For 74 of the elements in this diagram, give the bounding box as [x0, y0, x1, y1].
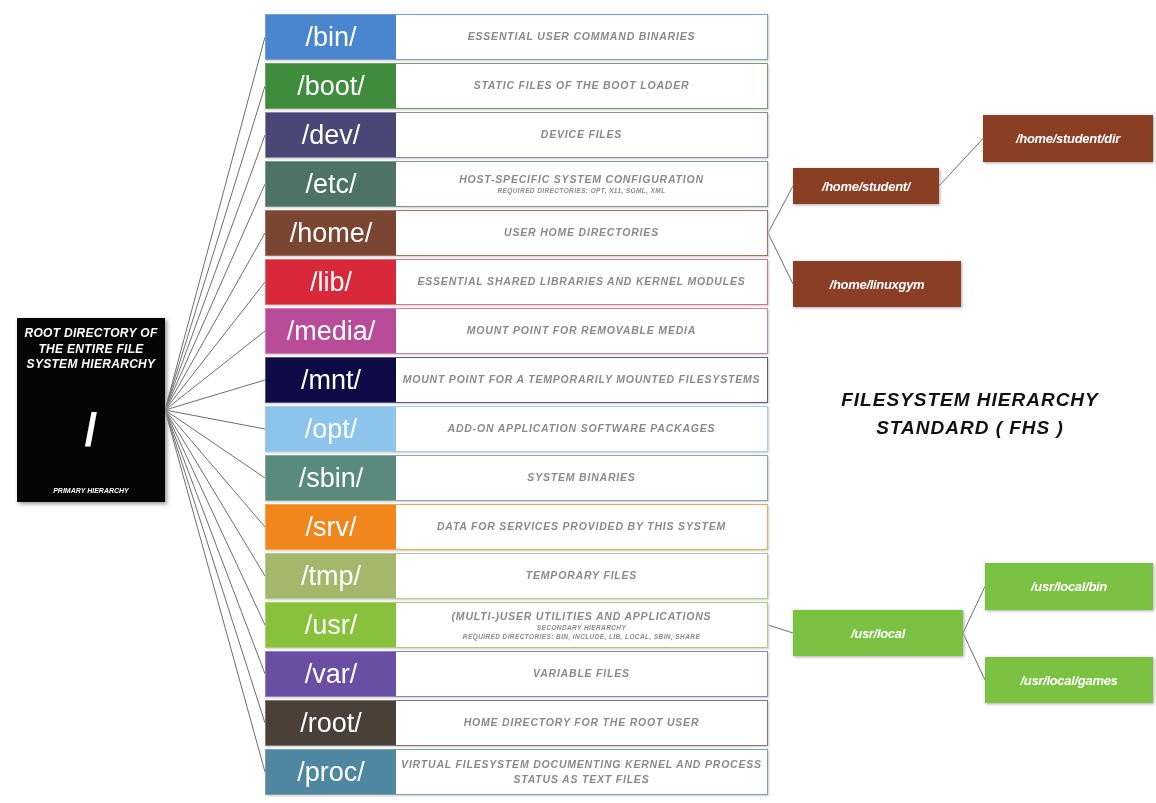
diagram-title: FILESYSTEM HIERARCHY STANDARD ( FHS ) — [840, 388, 1100, 440]
directory-description: ADD-ON APPLICATION SOFTWARE PACKAGES — [447, 421, 716, 437]
subdirectory-box — [985, 563, 1153, 610]
directory-description: ESSENTIAL SHARED LIBRARIES AND KERNEL MODULES — [417, 274, 746, 290]
directory-label: /bin/ — [266, 15, 396, 59]
directory-label: /var/ — [266, 652, 396, 696]
directory-row — [265, 504, 768, 550]
directory-description: TEMPORARY FILES — [525, 568, 638, 584]
root-symbol: / — [84, 406, 98, 453]
connector-line — [164, 409, 266, 430]
subdirectory-label: /home/student/ — [821, 178, 911, 194]
directory-description: VARIABLE FILES — [533, 666, 630, 682]
directory-row — [265, 259, 768, 305]
directory-description: VIRTUAL FILESYSTEM DOCUMENTING KERNEL AND PROCESS STATUS AS TEXT FILES — [400, 756, 763, 787]
root-directory-box — [17, 318, 165, 502]
subdirectory-box — [985, 657, 1153, 703]
directory-row — [265, 602, 768, 648]
directory-description: (MULTI-)USER UTILITIES AND APPLICATIONS — [451, 608, 712, 624]
directory-row — [265, 210, 768, 256]
directory-label: /etc/ — [266, 162, 396, 206]
directory-description: USER HOME DIRECTORIES — [504, 225, 659, 241]
subdirectory-box — [793, 610, 963, 656]
directory-description: MOUNT POINT FOR A TEMPORARILY MOUNTED FILESYSTEMS — [402, 372, 761, 388]
directory-description: DEVICE FILES — [540, 127, 623, 143]
directory-row — [265, 357, 768, 403]
directory-row — [265, 553, 768, 599]
directory-label: /home/ — [266, 211, 396, 255]
directory-label: /proc/ — [266, 750, 396, 794]
directory-label: /mnt/ — [266, 358, 396, 402]
directory-label: /lib/ — [266, 260, 396, 304]
directory-label: /opt/ — [266, 407, 396, 451]
connector-line — [767, 624, 794, 634]
directory-row — [265, 406, 768, 452]
subdirectory-label: /home/linuxgym — [829, 276, 925, 292]
connector-line — [164, 409, 266, 479]
directory-description: ESSENTIAL USER COMMAND BINARIES — [467, 29, 696, 45]
directory-label: /tmp/ — [266, 554, 396, 598]
subdirectory-label: /usr/local — [850, 625, 906, 641]
root-heading: ROOT DIRECTORY OF THE ENTIRE FILE SYSTEM HIERARCHY — [23, 326, 159, 373]
connector-line — [164, 379, 266, 411]
directory-description: DATA FOR SERVICES PROVIDED BY THIS SYSTEM — [436, 519, 727, 535]
directory-description: STATIC FILES OF THE BOOT LOADER — [473, 78, 690, 94]
directory-label: /dev/ — [266, 113, 396, 157]
directory-label: /srv/ — [266, 505, 396, 549]
directory-row — [265, 14, 768, 60]
subdirectory-label: /usr/local/bin — [1031, 579, 1107, 594]
directory-description: SYSTEM BINARIES — [527, 470, 636, 486]
subdirectory-box — [793, 261, 961, 307]
connector-line — [767, 185, 794, 234]
directory-description: HOST-SPECIFIC SYSTEM CONFIGURATION — [459, 172, 704, 188]
subdirectory-box — [793, 168, 939, 204]
connector-line — [164, 409, 266, 528]
directory-label: /usr/ — [266, 603, 396, 647]
subdirectory-box — [983, 115, 1153, 162]
directory-description: HOME DIRECTORY FOR THE ROOT USER — [463, 715, 700, 731]
directory-label: /boot/ — [266, 64, 396, 108]
directory-label: /media/ — [266, 309, 396, 353]
directory-label: /sbin/ — [266, 456, 396, 500]
directory-row — [265, 700, 768, 746]
directory-row — [265, 308, 768, 354]
directory-row — [265, 112, 768, 158]
directory-row — [265, 749, 768, 795]
directory-description: MOUNT POINT FOR REMOVABLE MEDIA — [466, 323, 697, 339]
directory-row — [265, 63, 768, 109]
connector-line — [767, 232, 794, 285]
connector-line — [164, 330, 266, 411]
directory-row — [265, 651, 768, 697]
subdirectory-label: /usr/local/games — [1020, 672, 1118, 688]
directory-row — [265, 455, 768, 501]
subdirectory-label: /home/student/dir — [1016, 131, 1120, 146]
connector-line — [938, 138, 984, 187]
connector-line — [164, 281, 266, 411]
directory-label: /root/ — [266, 701, 396, 745]
directory-row — [265, 161, 768, 207]
